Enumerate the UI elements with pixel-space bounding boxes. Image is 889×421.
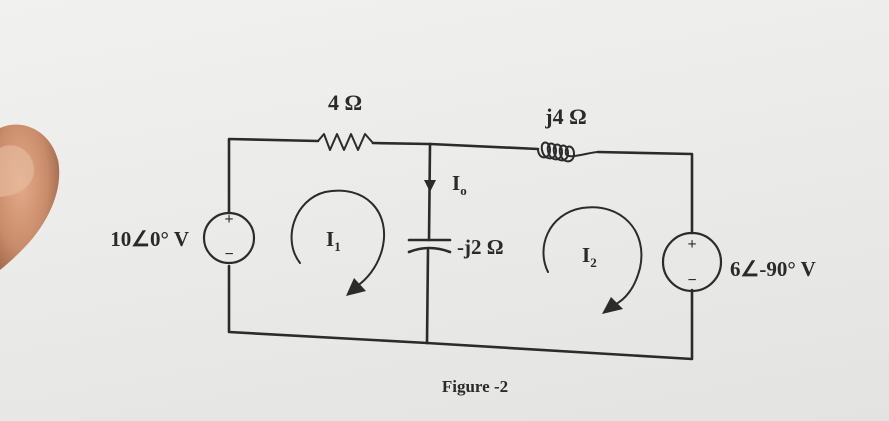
wire-middle-bottom (425, 248, 430, 345)
wire-left-top (227, 137, 320, 215)
source-right-minus: − (687, 272, 696, 289)
inductor-label: j4 Ω (544, 104, 586, 129)
mesh2-loop-arrow (542, 206, 643, 306)
mesh1-arrowhead-icon (346, 278, 366, 296)
wire-left-bottom (227, 264, 429, 345)
capacitor (407, 238, 452, 254)
resistor-label: 4 Ω (328, 90, 362, 115)
resistor-4ohm (317, 133, 374, 151)
wires (227, 137, 694, 361)
wire-junction-to-ind (428, 142, 540, 151)
thumbnail-nail (0, 145, 35, 197)
current-io-label: Io (452, 171, 467, 198)
wire-res-to-junction (371, 141, 432, 146)
mesh2-arrowhead-icon (602, 297, 623, 314)
wire-bottom-right (425, 288, 694, 361)
capacitor-label: -j2 Ω (457, 235, 504, 259)
current-i1-label: I1 (326, 227, 341, 254)
wire-middle-top (427, 142, 432, 242)
source-right-plus: + (687, 236, 696, 253)
voltage-source-left (202, 211, 256, 265)
io-arrow-icon (424, 180, 436, 192)
voltage-source-right (661, 231, 723, 293)
source-right-label: 6∠-90° V (730, 257, 816, 281)
wire-ind-to-right (596, 150, 694, 235)
current-i2-label: I2 (582, 243, 597, 270)
source-left-plus: + (224, 211, 233, 228)
mesh1-loop-arrow (290, 189, 385, 287)
source-left-minus: − (224, 246, 233, 263)
figure-caption: Figure -2 (442, 377, 508, 396)
inductor-j4ohm (537, 141, 599, 163)
source-left-label: 10∠0° V (110, 227, 189, 251)
